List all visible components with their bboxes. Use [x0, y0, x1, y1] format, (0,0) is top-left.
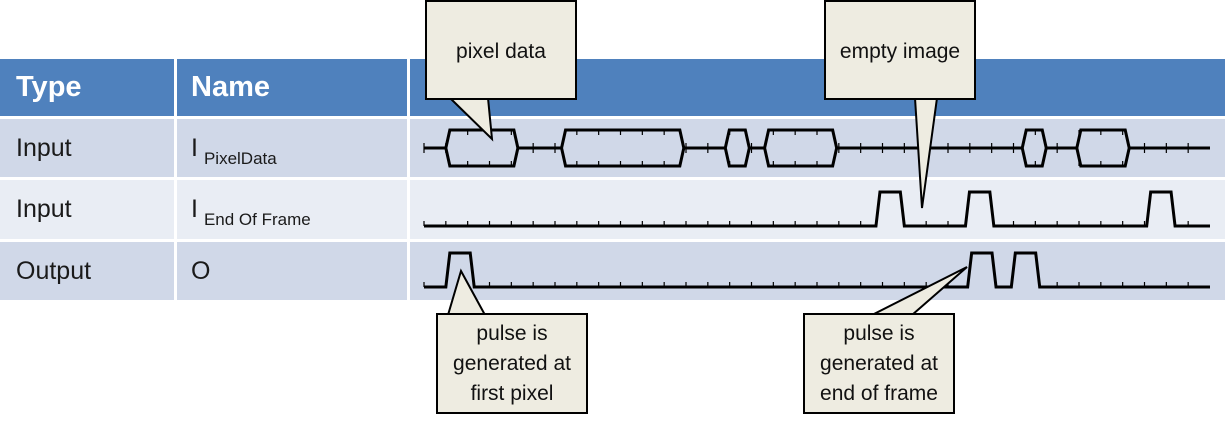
table-row: Input I End Of Frame	[0, 180, 1225, 239]
bus-data-segment	[1020, 128, 1048, 168]
pulse-waveform	[424, 190, 1210, 228]
callout-pointer	[446, 268, 487, 316]
table-header: Type Name	[0, 59, 1225, 116]
header-name: Name	[191, 71, 270, 103]
callout-text: pulse is	[476, 322, 548, 345]
type-cell: Input	[16, 195, 72, 223]
callout-first-pixel: pulse is generated at first pixel	[436, 313, 588, 414]
pulse-waveform	[424, 251, 1210, 289]
callout-empty-image: empty image	[824, 0, 976, 100]
callout-text: pulse is	[843, 322, 915, 345]
bus-data-segment	[560, 128, 686, 168]
header-type: Type	[16, 71, 82, 103]
name-main: I	[191, 195, 198, 223]
bus-data-segment	[1075, 128, 1131, 168]
bus-data-segment	[723, 128, 751, 168]
name-cell: I PixelData	[175, 119, 408, 177]
callout-text: generated at	[820, 352, 938, 375]
type-cell: Input	[16, 134, 72, 162]
callout-pointer	[447, 97, 494, 142]
callout-pointer	[913, 97, 939, 209]
column-divider	[407, 59, 410, 300]
bus-data-segment	[444, 128, 520, 168]
callout-pixel-data: pixel data	[425, 0, 577, 100]
name-cell: I End Of Frame	[175, 180, 408, 239]
callout-text: empty image	[839, 40, 961, 63]
name-cell: O	[175, 242, 408, 300]
callout-text: pixel data	[456, 40, 546, 63]
name-main: O	[191, 257, 211, 285]
callout-pointer	[871, 266, 968, 316]
name-main: I	[191, 134, 198, 162]
callout-end-of-frame: pulse is generated at end of frame	[803, 313, 955, 414]
callout-text: first pixel	[470, 382, 554, 405]
bus-data-segment	[763, 128, 839, 168]
callout-text: generated at	[453, 352, 571, 375]
column-divider	[174, 59, 177, 300]
name-subscript: PixelData	[203, 149, 277, 168]
type-cell: Output	[16, 257, 92, 285]
callout-text: end of frame	[820, 382, 938, 405]
name-subscript: End Of Frame	[203, 210, 311, 229]
